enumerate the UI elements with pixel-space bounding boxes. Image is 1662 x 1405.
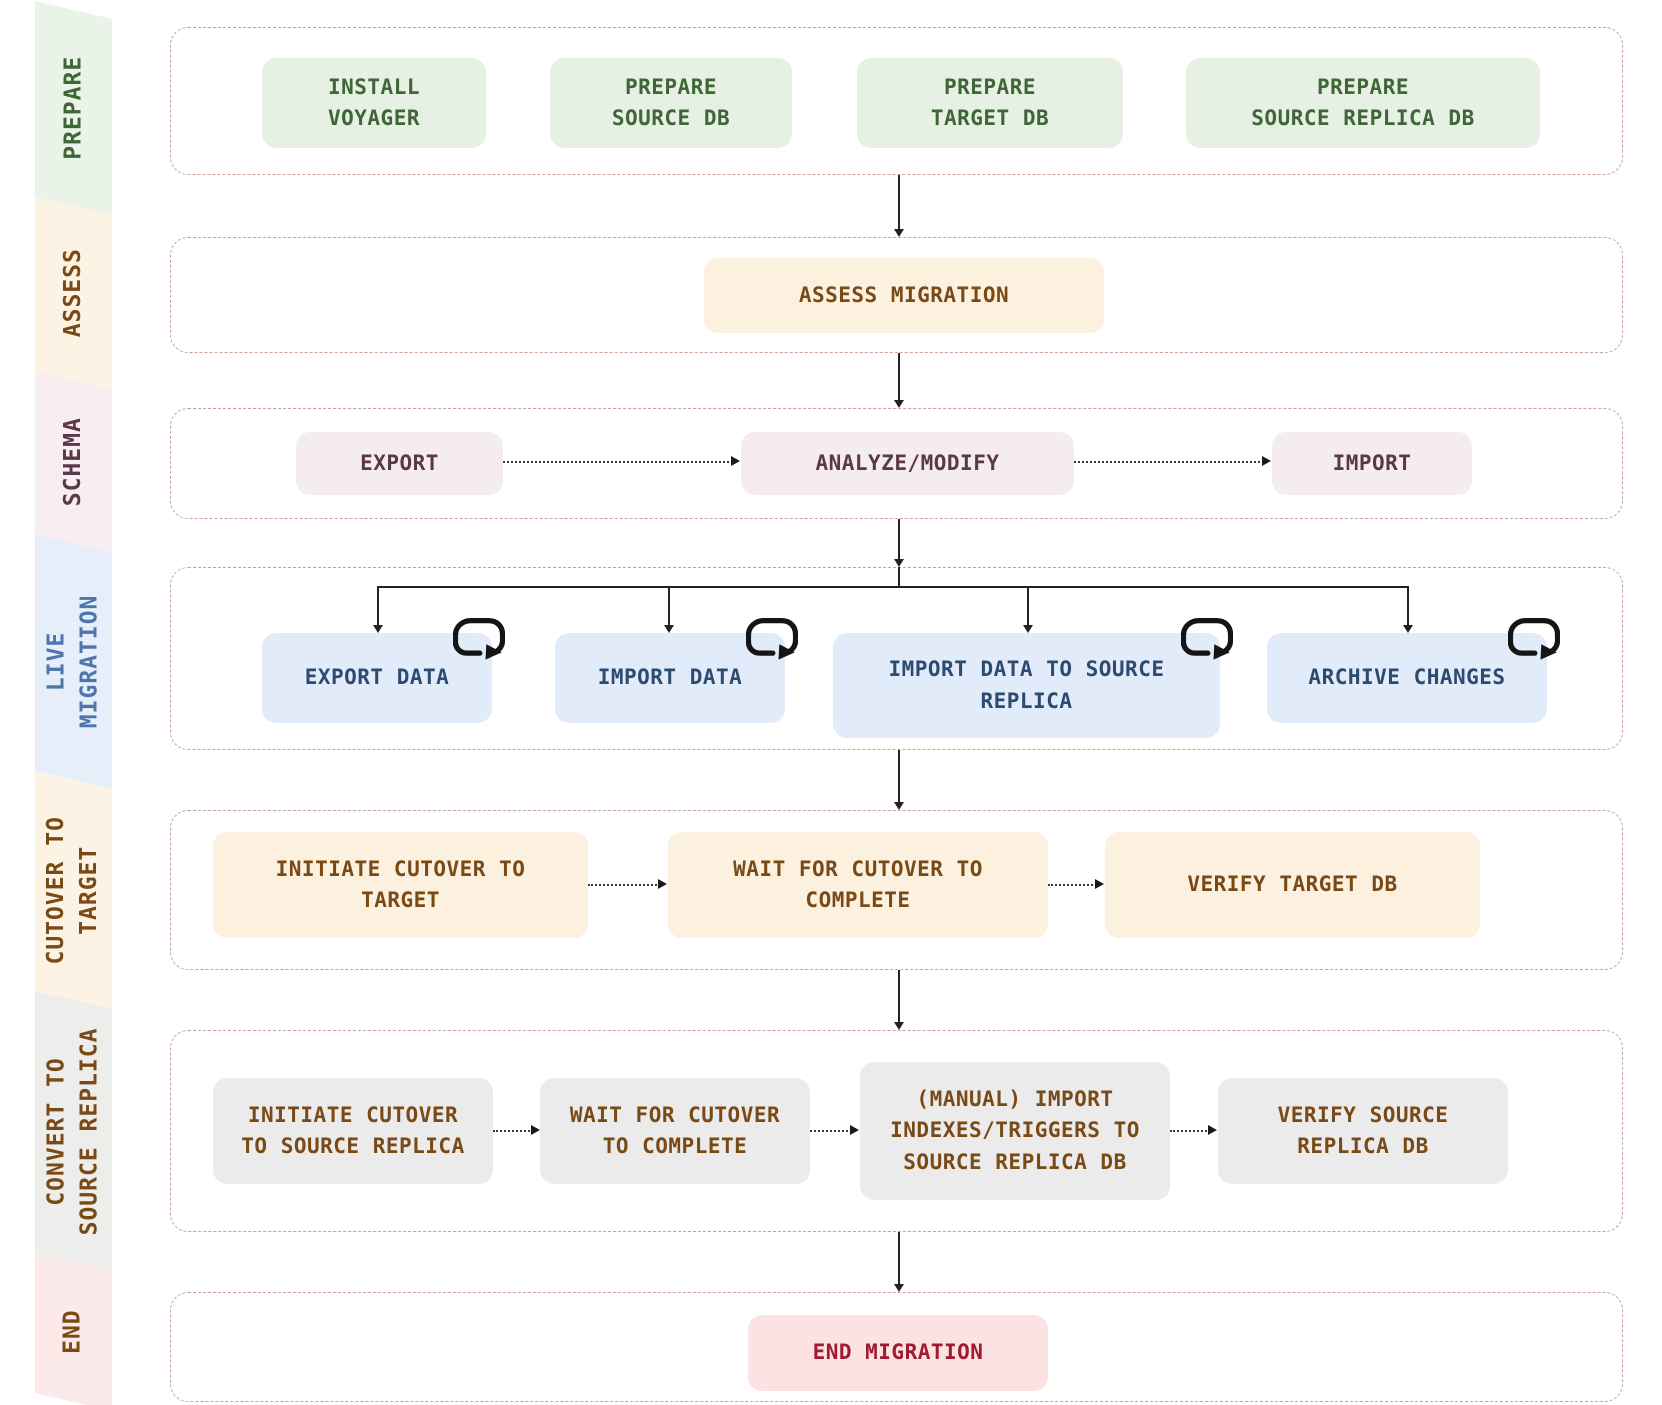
phase-end: END [35,1253,112,1405]
branch-drop-import-data [668,586,670,625]
lane-schema [170,408,1623,519]
dotted-arrow-initiate-to-wait-replica [493,1125,540,1136]
node-export-data: EXPORT DATA [262,633,492,723]
branch-drop-export-data [377,586,379,625]
flow-arrow-assess-to-schema [898,353,900,400]
loop-icon [1508,617,1560,660]
arrowhead [664,625,674,633]
dotted-arrow-export-to-analyze [503,456,740,467]
phase-assess: ASSESS [35,197,112,389]
phase-schema: SCHEMA [35,371,112,552]
phase-convert-to-source-replica-label: CONVERT TO SOURCE REPLICA [43,1027,103,1235]
flow-arrow-schema-to-live [898,519,900,559]
arrowhead [894,1284,904,1292]
phase-live-migration: LIVE MIGRATION [35,534,112,789]
node-end-migration: END MIGRATION [748,1315,1048,1391]
arrowhead [1023,625,1033,633]
phase-sidebar: PREPARE ASSESS SCHEMA LIVE MIGRATION CUT… [35,1,112,1405]
lane-assess [170,237,1623,353]
branch-drop-archive-changes [1407,586,1409,625]
loop-icon [453,617,505,660]
node-export-schema: EXPORT [296,432,503,495]
phase-end-label: END [59,1309,86,1355]
node-initiate-cutover-to-source-replica: INITIATE CUTOVER TO SOURCE REPLICA [213,1078,493,1184]
node-analyze-modify-schema: ANALYZE/MODIFY [741,432,1074,495]
lane-cutover-to-target [170,810,1623,970]
phase-prepare: PREPARE [35,1,112,215]
loop-icon [746,617,798,660]
arrowhead [894,1022,904,1030]
phase-assess-label: ASSESS [59,248,86,338]
node-wait-for-cutover-to-complete-replica: WAIT FOR CUTOVER TO COMPLETE [540,1078,810,1184]
dotted-arrow-wait-to-verify [1048,879,1104,890]
arrowhead [894,802,904,810]
branch-bar [377,586,1408,588]
arrowhead [894,400,904,408]
node-prepare-target-db: PREPARE TARGET DB [857,58,1123,148]
node-manual-import-indexes-triggers: (MANUAL) IMPORT INDEXES/TRIGGERS TO SOUR… [860,1062,1170,1200]
phase-live-migration-label: LIVE MIGRATION [43,594,103,729]
branch-stem [898,567,900,586]
lane-convert-to-source-replica [170,1030,1623,1232]
loop-icon [1181,617,1233,660]
node-prepare-source-replica-db: PREPARE SOURCE REPLICA DB [1186,58,1540,148]
node-initiate-cutover-to-target: INITIATE CUTOVER TO TARGET [213,832,588,938]
node-install-voyager: INSTALL VOYAGER [262,58,486,148]
arrowhead [1403,625,1413,633]
node-prepare-source-db: PREPARE SOURCE DB [550,58,792,148]
lane-prepare [170,27,1623,175]
node-archive-changes: ARCHIVE CHANGES [1267,633,1547,723]
dotted-arrow-wait-to-manual-import [810,1125,859,1136]
lane-end [170,1292,1623,1402]
dotted-arrow-manual-import-to-verify [1170,1125,1217,1136]
flow-arrow-prepare-to-assess [898,175,900,229]
node-assess-migration: ASSESS MIGRATION [704,258,1104,333]
phase-cutover-to-target-label: CUTOVER TO TARGET [43,815,103,965]
lane-live-migration [170,567,1623,750]
node-wait-for-cutover-to-complete: WAIT FOR CUTOVER TO COMPLETE [668,832,1048,938]
phase-cutover-to-target: CUTOVER TO TARGET [35,771,112,1009]
arrowhead [894,229,904,237]
flow-arrow-live-to-cutover [898,750,900,802]
flow-arrow-cutover-to-convert [898,970,900,1022]
flow-arrow-convert-to-end [898,1232,900,1284]
dotted-arrow-initiate-to-wait [588,879,667,890]
node-import-schema: IMPORT [1272,432,1472,495]
arrowhead [894,559,904,567]
phase-prepare-label: PREPARE [59,56,86,160]
dotted-arrow-analyze-to-import [1074,456,1271,467]
phase-convert-to-source-replica: CONVERT TO SOURCE REPLICA [35,991,112,1271]
node-verify-target-db: VERIFY TARGET DB [1105,832,1480,938]
branch-drop-import-source-replica [1027,586,1029,625]
node-import-data: IMPORT DATA [555,633,785,723]
arrowhead [373,625,383,633]
node-import-data-to-source-replica: IMPORT DATA TO SOURCE REPLICA [833,633,1220,738]
node-verify-source-replica-db: VERIFY SOURCE REPLICA DB [1218,1078,1508,1184]
phase-schema-label: SCHEMA [59,416,86,507]
